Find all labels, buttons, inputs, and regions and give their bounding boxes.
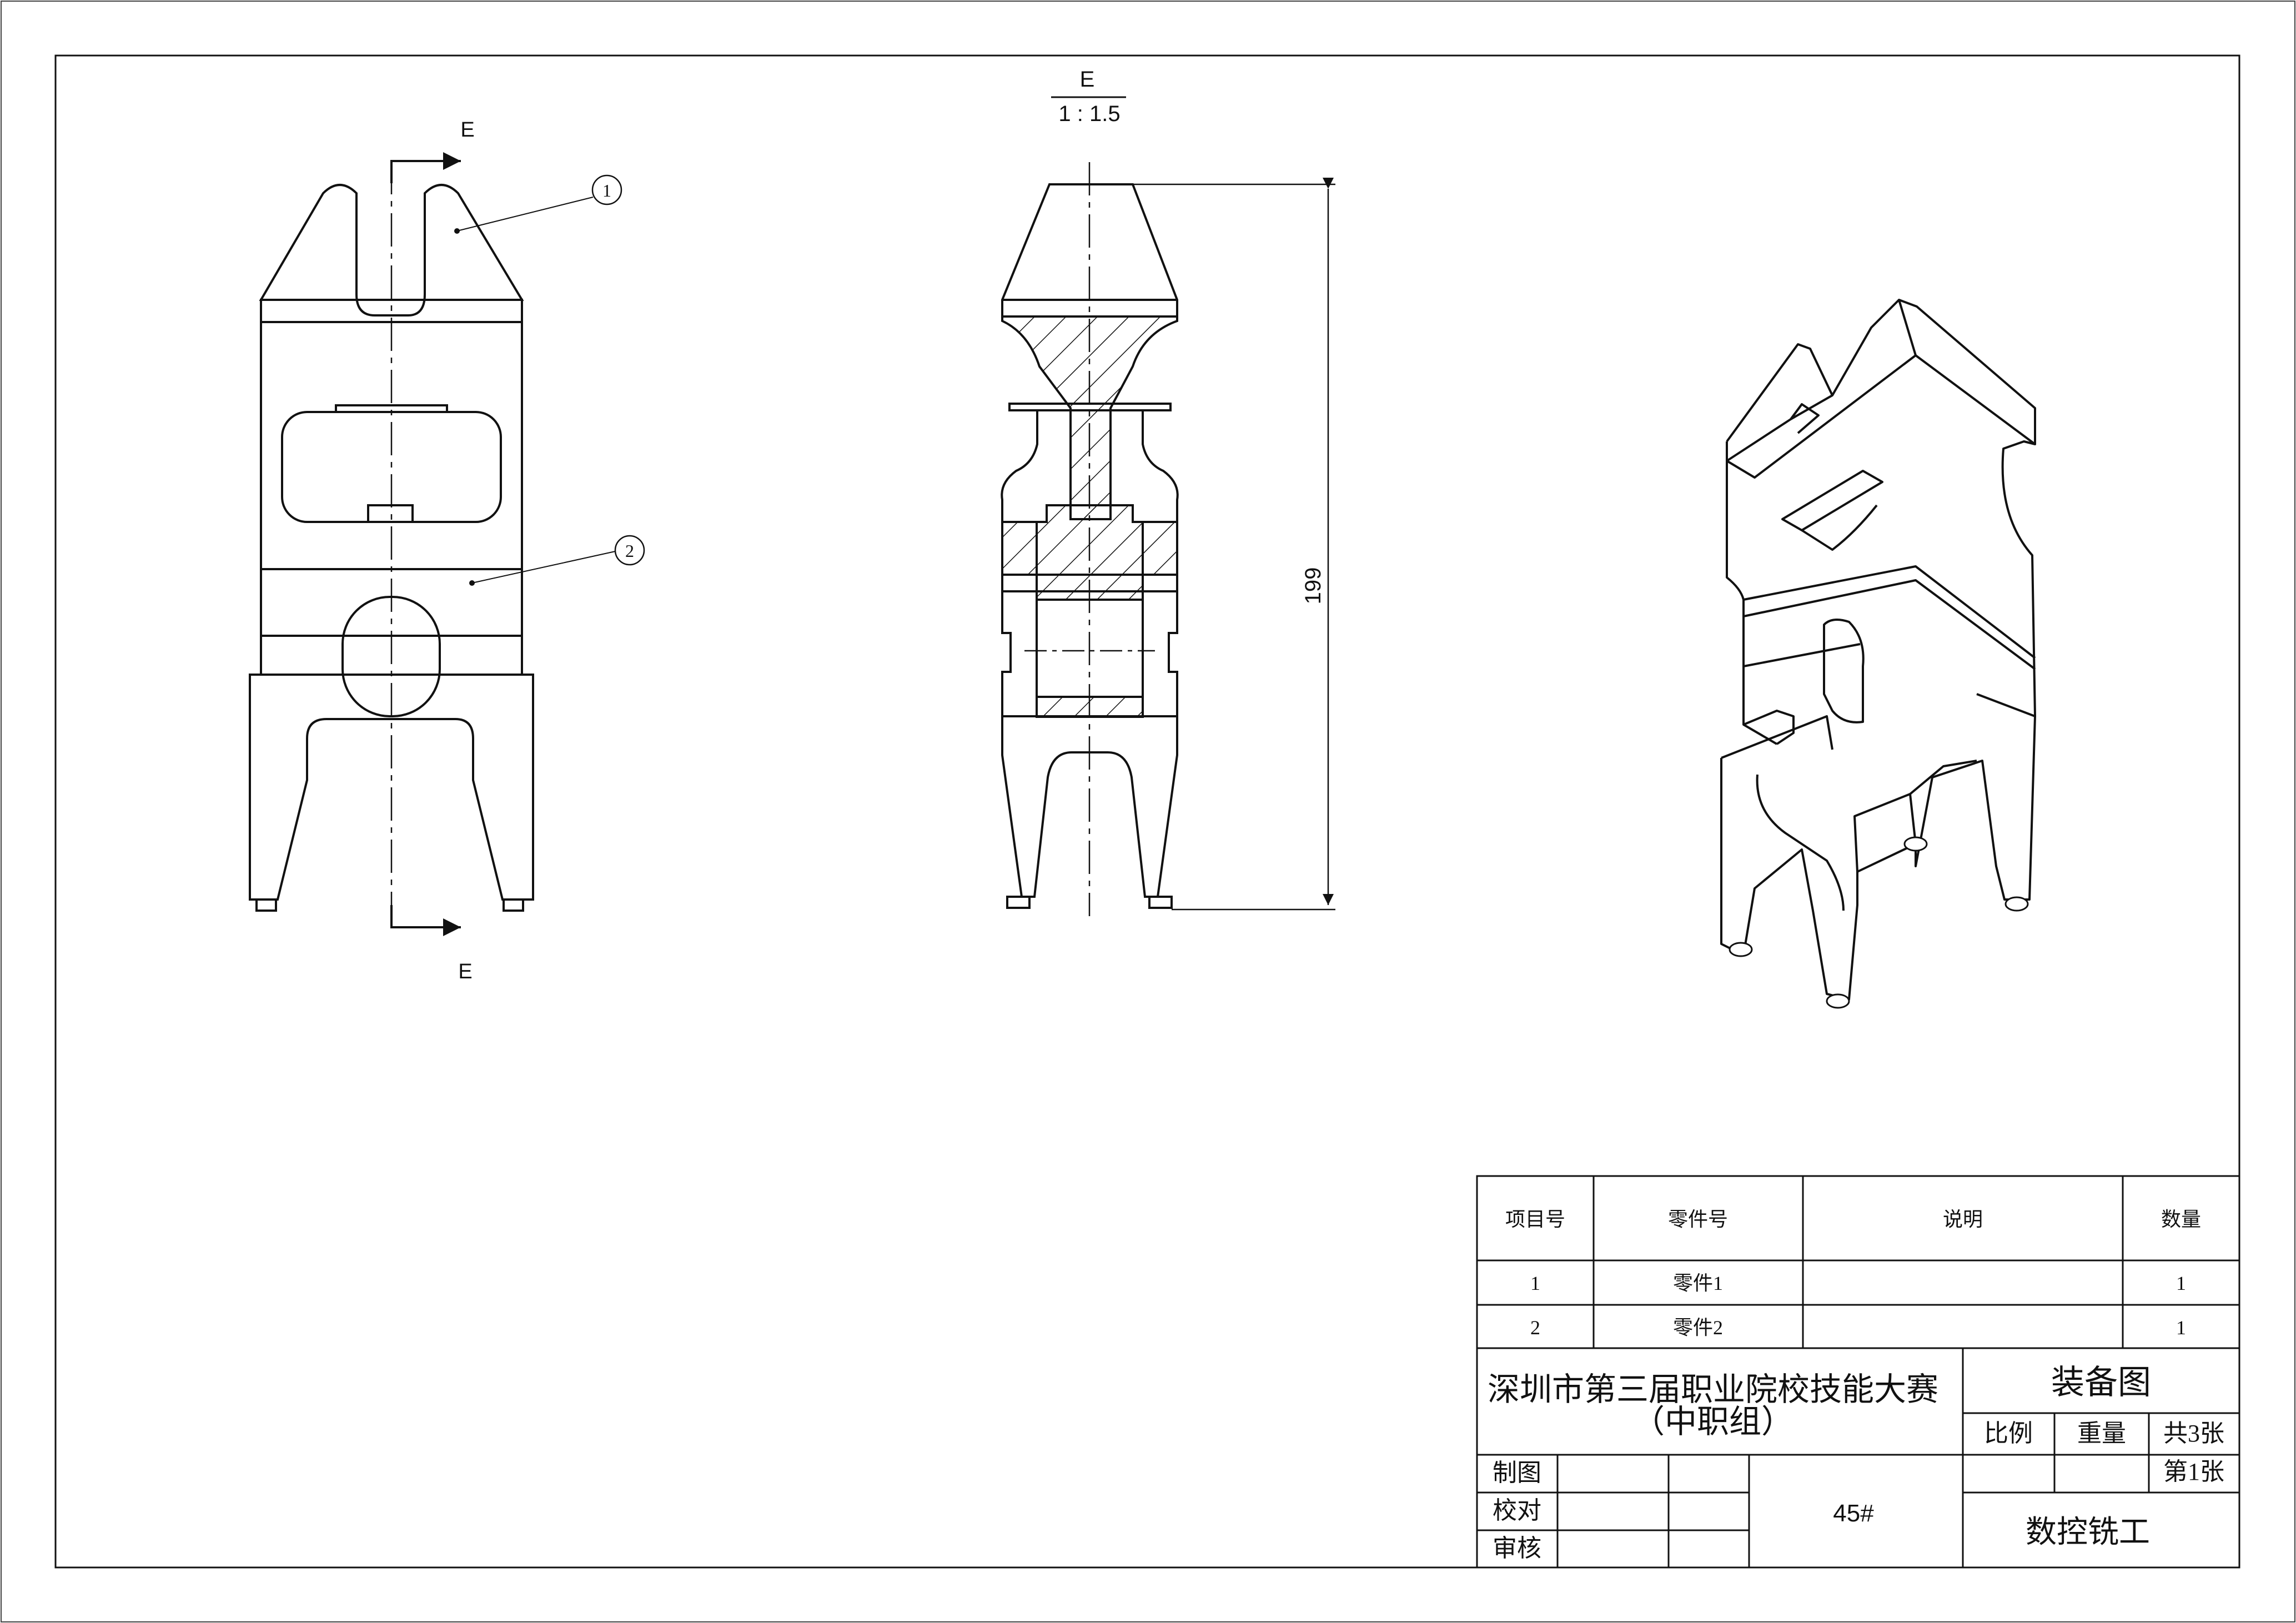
- sheet-number: 第1张: [2163, 1458, 2224, 1485]
- section-mark-top: E: [460, 118, 474, 142]
- svg-text:1: 1: [602, 180, 611, 200]
- section-mark-bottom: E: [458, 960, 472, 983]
- discipline: 数控铣工: [2026, 1515, 2150, 1550]
- section-cut-line: [390, 152, 461, 936]
- drawn-by-label: 制图: [1493, 1459, 1541, 1486]
- drawing-name: 装备图: [2051, 1364, 2151, 1401]
- bom-row-1-part: 零件1: [1673, 1272, 1723, 1294]
- balloon-2: 2: [614, 535, 645, 566]
- section-view-label: E: [1080, 67, 1095, 92]
- isometric-feet: [1729, 836, 2029, 1009]
- bom-row-2-item: 2: [1530, 1317, 1540, 1339]
- section-view-scale: 1 : 1.5: [1058, 102, 1120, 126]
- drawing-frame: [54, 54, 2240, 1569]
- section-view: [1001, 162, 1179, 916]
- svg-text:2: 2: [625, 541, 634, 561]
- bom-row-2-qty: 1: [2176, 1317, 2186, 1339]
- bom-header-qty: 数量: [2161, 1208, 2201, 1230]
- bom-table: 项目号 零件号 说明 数量 1 零件1 1 2 零件2 1: [1476, 1175, 2240, 1349]
- bom-header-item: 项目号: [1505, 1208, 1565, 1230]
- bom-header-part: 零件号: [1668, 1208, 1728, 1230]
- front-view: [249, 184, 616, 912]
- isometric-view: [1720, 299, 2036, 1001]
- dimension-value: 199: [1301, 567, 1325, 605]
- bom-row-1-qty: 1: [2176, 1272, 2186, 1294]
- bom-header-desc: 说明: [1943, 1208, 1983, 1230]
- weight-label: 重量: [2077, 1420, 2126, 1447]
- material: 45#: [1833, 1500, 1874, 1527]
- scale-label: 比例: [1984, 1420, 2033, 1447]
- organization-line-2: （中职组）: [1632, 1404, 1793, 1440]
- approved-by-label: 审核: [1493, 1535, 1541, 1562]
- bom-row-1-item: 1: [1530, 1272, 1540, 1294]
- balloon-1: 1: [591, 174, 622, 205]
- title-block: 深圳市第三届职业院校技能大赛 （中职组） 装备图 比例 重量 共3张 第1张 制…: [1476, 1347, 2240, 1569]
- organization-line-1: 深圳市第三届职业院校技能大赛: [1488, 1371, 1938, 1408]
- checked-by-label: 校对: [1493, 1497, 1541, 1524]
- bom-row-2-part: 零件2: [1673, 1317, 1723, 1339]
- total-sheets: 共3张: [2163, 1420, 2224, 1447]
- height-dimension: [1133, 178, 1335, 911]
